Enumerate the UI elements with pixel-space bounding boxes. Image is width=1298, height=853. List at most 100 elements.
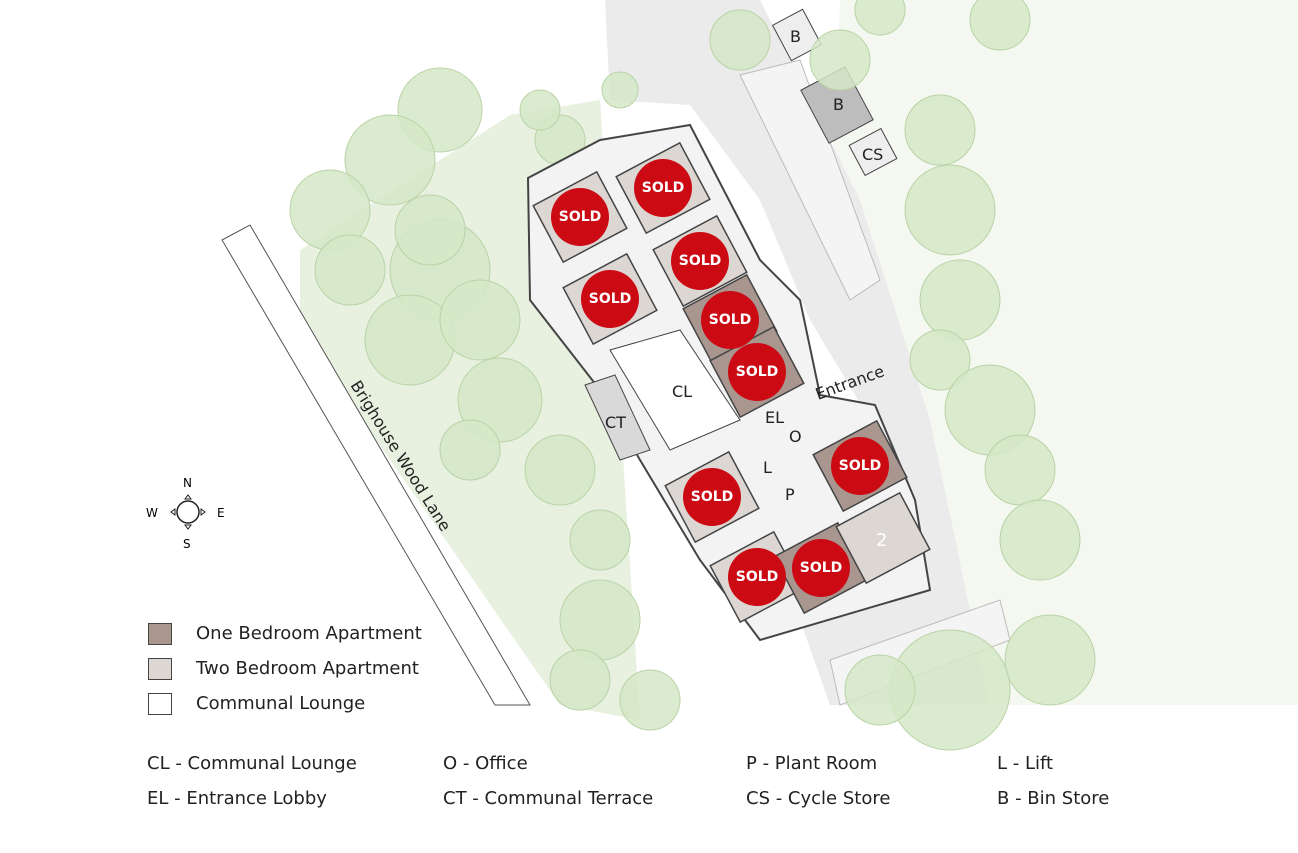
sold-label: SOLD [691,489,734,505]
sold-marker: SOLD [551,188,609,246]
key-item: L - Lift [997,753,1054,774]
tree [619,669,681,731]
key-column-3: P - Plant Room CS - Cycle Store [746,746,890,816]
cycle-store [848,127,898,177]
tree [904,164,996,256]
tree [601,71,639,109]
bin-store-1 [771,8,823,62]
tree [569,509,631,571]
sold-circle [551,188,609,246]
trees [289,0,1096,751]
sold-circle [792,539,850,597]
legend-label: Communal Lounge [196,693,366,714]
legend-label: Two Bedroom Apartment [196,658,419,679]
communal-lounge [609,329,741,451]
compass-w: W [146,506,158,520]
key-item: CT - Communal Terrace [443,788,654,809]
label-l: L [763,458,772,477]
tree [519,89,561,131]
label-b2: B [833,95,844,114]
tree [709,9,771,71]
key-column-1: CL - Communal Lounge EL - Entrance Lobby [147,746,357,816]
key-item: P - Plant Room [746,753,878,774]
compass-n: N [183,476,192,490]
tree [904,94,976,166]
key-column-4: L - Lift B - Bin Store [997,746,1109,816]
sold-marker: SOLD [728,548,786,606]
tree [999,499,1081,581]
sold-marker: SOLD [581,270,639,328]
compass-icon: N S W E [146,476,225,551]
swatch-one-bedroom [148,622,172,645]
sold-label: SOLD [800,560,843,576]
label-cs: CS [862,145,883,164]
compass-e: E [217,506,225,520]
compass-s: S [183,537,191,551]
sold-markers: SOLD SOLD SOLD SOLD SOLD SOLD SOLD SOLD SOLD SOLD [551,159,889,606]
tree [909,329,971,391]
tree [549,649,611,711]
sold-circle [728,343,786,401]
tree [394,194,466,266]
tree [439,279,521,361]
sold-marker: SOLD [728,343,786,401]
sold-circle [831,437,889,495]
key-item: CS - Cycle Store [746,788,891,809]
label-p: P [785,485,795,504]
tree [439,419,501,481]
sold-label: SOLD [589,291,632,307]
tree [919,259,1001,341]
tree [809,29,871,91]
sold-marker: SOLD [671,232,729,290]
sold-marker: SOLD [701,291,759,349]
sold-marker: SOLD [792,539,850,597]
sold-circle [683,468,741,526]
legend: One Bedroom Apartment Two Bedroom Apartm… [148,616,422,721]
legend-one-bedroom: One Bedroom Apartment [148,616,422,651]
sold-marker: SOLD [683,468,741,526]
swatch-communal-lounge [148,692,172,715]
sold-label: SOLD [839,458,882,474]
legend-communal-lounge: Communal Lounge [148,686,422,721]
label-o: O [789,427,802,446]
sold-circle [634,159,692,217]
apartment-unit [835,491,931,585]
sold-circle [728,548,786,606]
parking-bays [739,59,881,301]
legend-label: One Bedroom Apartment [196,623,422,644]
tree [854,0,906,36]
sold-label: SOLD [679,253,722,269]
label-cl: CL [672,382,692,401]
label-el: EL [765,408,784,427]
sold-label: SOLD [559,209,602,225]
sold-marker: SOLD [634,159,692,217]
communal-terrace [584,374,651,461]
key-item: EL - Entrance Lobby [147,788,327,809]
sold-marker: SOLD [831,437,889,495]
legend-two-bedroom: Two Bedroom Apartment [148,651,422,686]
key-item: B - Bin Store [997,788,1110,809]
sold-label: SOLD [736,364,779,380]
swatch-two-bedroom [148,657,172,680]
sold-circle [581,270,639,328]
sold-label: SOLD [709,312,752,328]
key-column-2: O - Office CT - Communal Terrace [443,746,653,816]
tree [844,654,916,726]
tree [559,579,641,661]
road-brighouse-wood-lane [221,224,531,706]
tree [524,434,596,506]
tree [314,234,386,306]
unit-2-label: 2 [876,530,887,551]
tree [984,434,1056,506]
key-item: CL - Communal Lounge [147,753,357,774]
sold-label: SOLD [736,569,779,585]
tree [969,0,1031,51]
label-ct: CT [605,413,626,432]
tree [1004,614,1096,706]
tree [344,114,436,206]
sold-label: SOLD [642,180,685,196]
sold-circle [671,232,729,290]
key-item: O - Office [443,753,528,774]
label-b1: B [790,27,801,46]
